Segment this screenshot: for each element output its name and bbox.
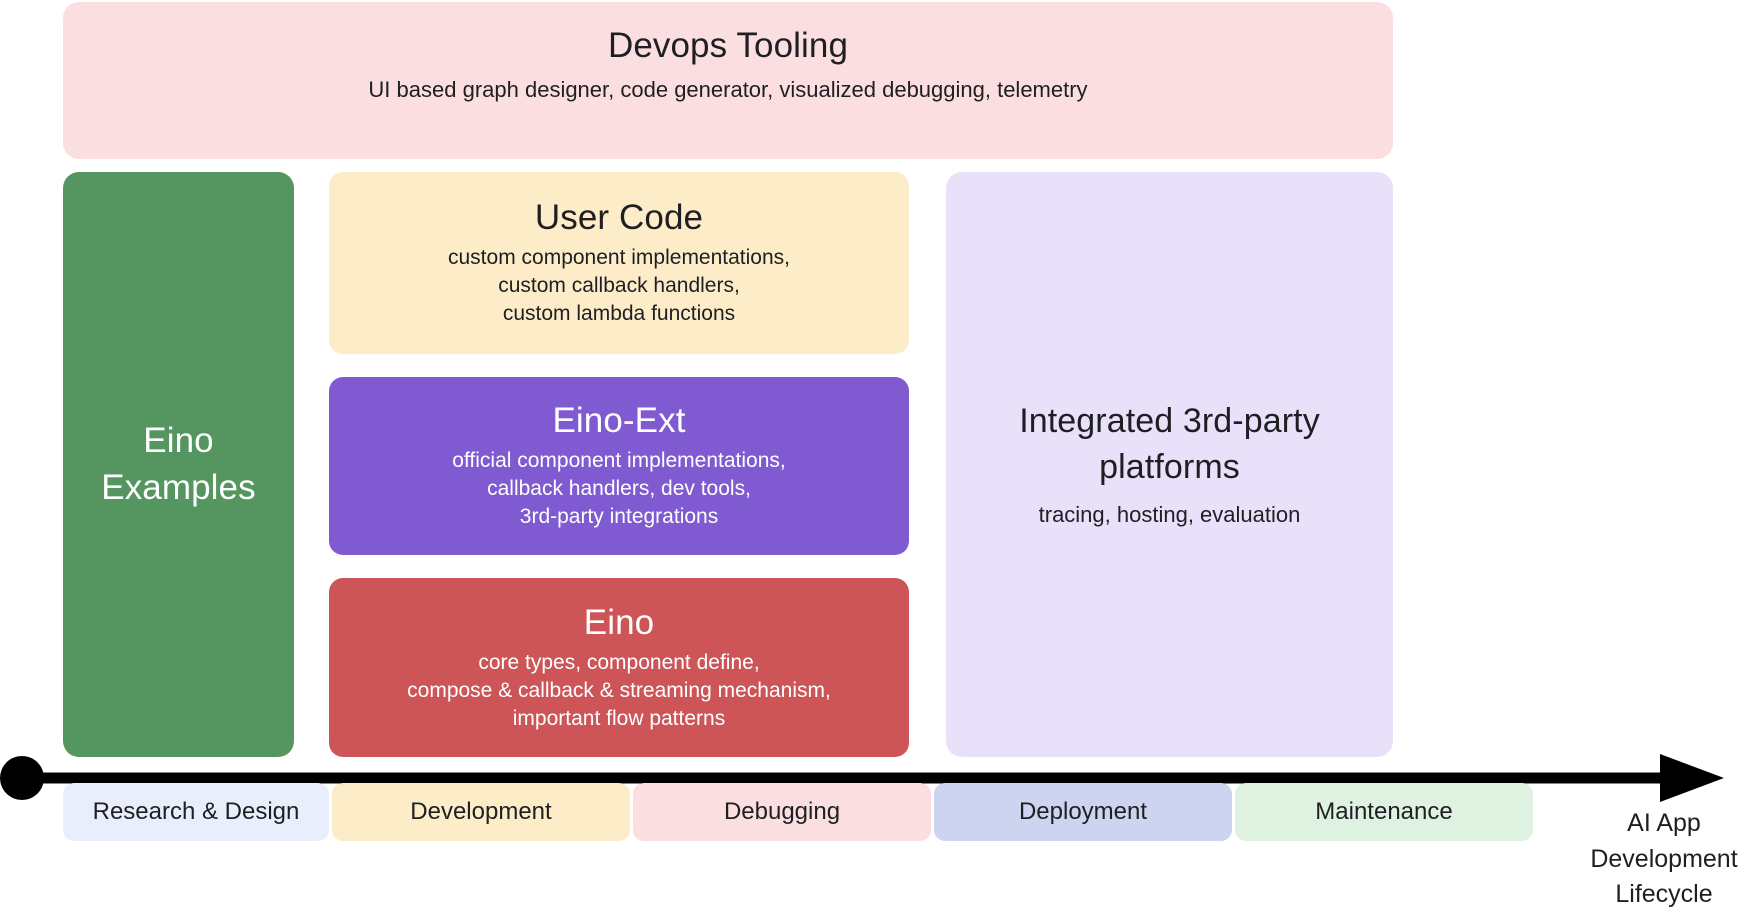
lifecycle-chip-development[interactable]: Development: [332, 783, 630, 841]
eino-ext-card: Eino-Ext official component implementati…: [329, 377, 909, 555]
lifecycle-chip-label: Maintenance: [1315, 798, 1453, 825]
lifecycle-chip-label: Deployment: [1018, 798, 1148, 825]
lifecycle-chip-label: Development: [410, 798, 552, 825]
integrated-third-party-platforms-subtitle: tracing, hosting, evaluation: [1038, 502, 1301, 528]
integrated-third-party-platforms-title: Integrated 3rd-party platforms: [1019, 402, 1320, 486]
devops-tooling-subtitle: UI based graph designer, code generator,…: [368, 77, 1088, 103]
user-code-subtitle: custom component implementations, custom…: [448, 246, 790, 326]
eino-title: Eino: [583, 602, 655, 642]
eino-subtitle: core types, component define, compose & …: [407, 650, 831, 730]
user-code-card: User Code custom component implementatio…: [329, 172, 909, 354]
lifecycle-chip-label: Debugging: [723, 798, 841, 825]
user-code-title: User Code: [534, 198, 704, 238]
lifecycle-chip-maintenance[interactable]: Maintenance: [1235, 783, 1533, 841]
eino-ext-title: Eino-Ext: [552, 401, 686, 441]
devops-tooling-card: Devops Tooling UI based graph designer, …: [63, 2, 1393, 159]
eino-ext-subtitle: official component implementations, call…: [452, 449, 786, 529]
lifecycle-stage-bar: Research & Design Development Debugging …: [63, 783, 1563, 841]
axis-caption: AI App Development Lifecycle: [1590, 809, 1738, 908]
devops-tooling-title: Devops Tooling: [607, 26, 849, 65]
axis-arrowhead: [1660, 754, 1724, 802]
lifecycle-chip-research-and-design[interactable]: Research & Design: [63, 783, 329, 841]
eino-card: Eino core types, component define, compo…: [329, 578, 909, 757]
axis-start-dot: [0, 756, 44, 800]
integrated-third-party-platforms-card: Integrated 3rd-party platforms tracing, …: [946, 172, 1393, 757]
lifecycle-chip-label: Research & Design: [92, 798, 300, 825]
lifecycle-chip-debugging[interactable]: Debugging: [633, 783, 931, 841]
eino-examples-title: Eino Examples: [101, 421, 256, 507]
lifecycle-chip-deployment[interactable]: Deployment: [934, 783, 1232, 841]
eino-examples-card: Eino Examples: [63, 172, 294, 757]
